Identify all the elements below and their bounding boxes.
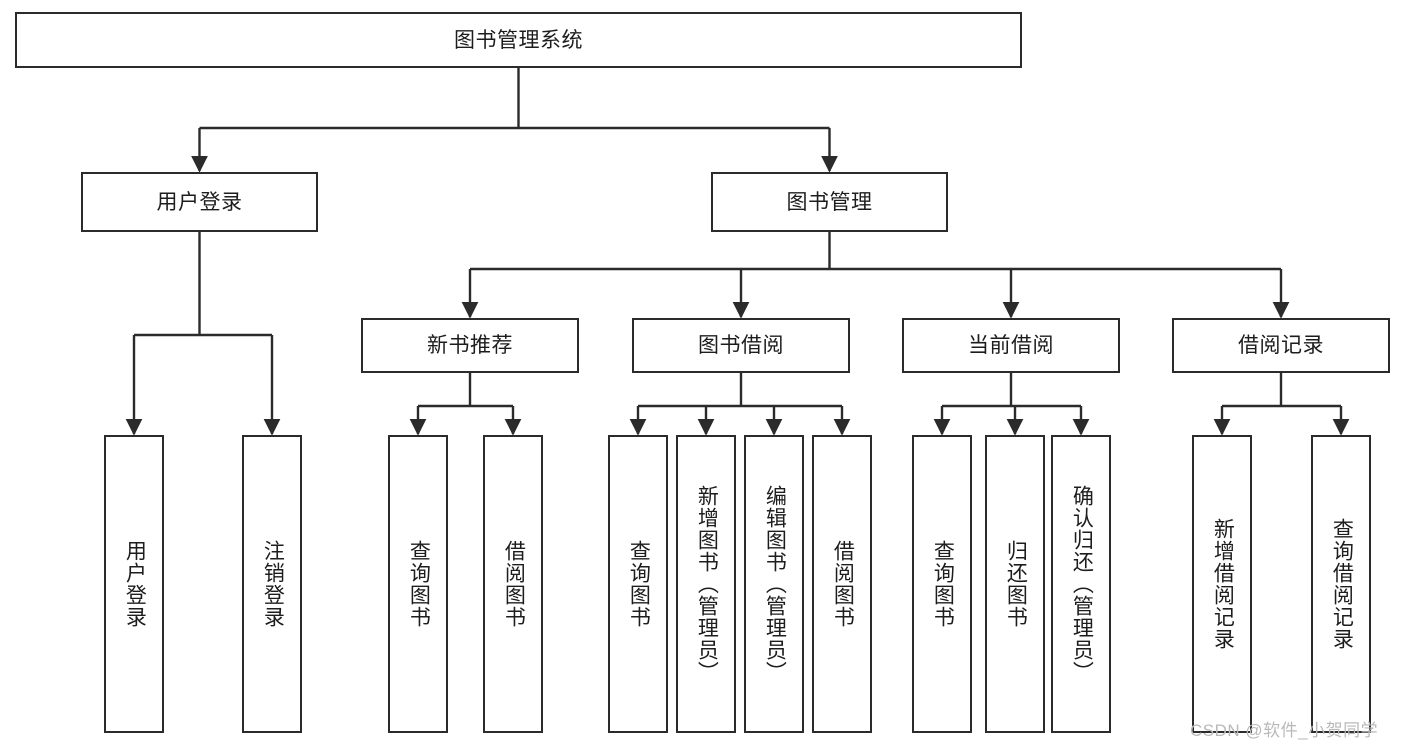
leaf-user-login[interactable]: 用户登录 bbox=[104, 435, 164, 733]
node-book-management[interactable]: 图书管理 bbox=[711, 172, 948, 232]
leaf-query-books-borrow-label: 查询图书 bbox=[627, 540, 651, 628]
leaf-query-borrow-record-label: 查询借阅记录 bbox=[1330, 518, 1354, 650]
leaf-borrow-books[interactable]: 借阅图书 bbox=[812, 435, 872, 733]
leaf-query-books-new[interactable]: 查询图书 bbox=[388, 435, 448, 733]
node-book-borrow-label: 图书借阅 bbox=[698, 334, 784, 357]
leaf-add-book-admin[interactable]: 新增图书（管理员） bbox=[676, 435, 736, 733]
leaf-return-books-label: 归还图书 bbox=[1004, 540, 1028, 628]
node-user-login[interactable]: 用户登录 bbox=[81, 172, 318, 232]
leaf-add-borrow-record[interactable]: 新增借阅记录 bbox=[1192, 435, 1252, 733]
leaf-confirm-return-admin-label: 确认归还（管理员） bbox=[1070, 485, 1094, 683]
leaf-edit-book-admin-label: 编辑图书（管理员） bbox=[763, 485, 787, 683]
leaf-logout-label: 注销登录 bbox=[261, 540, 285, 628]
node-borrow-record[interactable]: 借阅记录 bbox=[1172, 318, 1390, 373]
csdn-watermark: CSDN @软件_小贺同学 bbox=[1190, 721, 1379, 740]
leaf-add-book-admin-label: 新增图书（管理员） bbox=[695, 485, 719, 683]
node-root[interactable]: 图书管理系统 bbox=[15, 12, 1022, 68]
node-new-book-recommend-label: 新书推荐 bbox=[427, 334, 513, 357]
leaf-query-books-current[interactable]: 查询图书 bbox=[912, 435, 972, 733]
leaf-borrow-books-label: 借阅图书 bbox=[831, 540, 855, 628]
leaf-return-books[interactable]: 归还图书 bbox=[985, 435, 1045, 733]
leaf-user-login-label: 用户登录 bbox=[123, 540, 147, 628]
leaf-logout[interactable]: 注销登录 bbox=[242, 435, 302, 733]
leaf-edit-book-admin[interactable]: 编辑图书（管理员） bbox=[744, 435, 804, 733]
leaf-borrow-books-new-label: 借阅图书 bbox=[502, 540, 526, 628]
node-borrow-record-label: 借阅记录 bbox=[1238, 334, 1324, 357]
node-current-borrow-label: 当前借阅 bbox=[968, 334, 1054, 357]
node-book-management-label: 图书管理 bbox=[786, 190, 873, 214]
node-user-login-label: 用户登录 bbox=[156, 190, 243, 214]
leaf-add-borrow-record-label: 新增借阅记录 bbox=[1211, 518, 1235, 650]
node-new-book-recommend[interactable]: 新书推荐 bbox=[361, 318, 579, 373]
node-book-borrow[interactable]: 图书借阅 bbox=[632, 318, 850, 373]
node-current-borrow[interactable]: 当前借阅 bbox=[902, 318, 1120, 373]
node-root-label: 图书管理系统 bbox=[454, 28, 583, 52]
leaf-query-books-borrow[interactable]: 查询图书 bbox=[608, 435, 668, 733]
leaf-borrow-books-new[interactable]: 借阅图书 bbox=[483, 435, 543, 733]
leaf-query-books-current-label: 查询图书 bbox=[931, 540, 955, 628]
leaf-query-borrow-record[interactable]: 查询借阅记录 bbox=[1311, 435, 1371, 733]
leaf-query-books-new-label: 查询图书 bbox=[407, 540, 431, 628]
leaf-confirm-return-admin[interactable]: 确认归还（管理员） bbox=[1051, 435, 1111, 733]
